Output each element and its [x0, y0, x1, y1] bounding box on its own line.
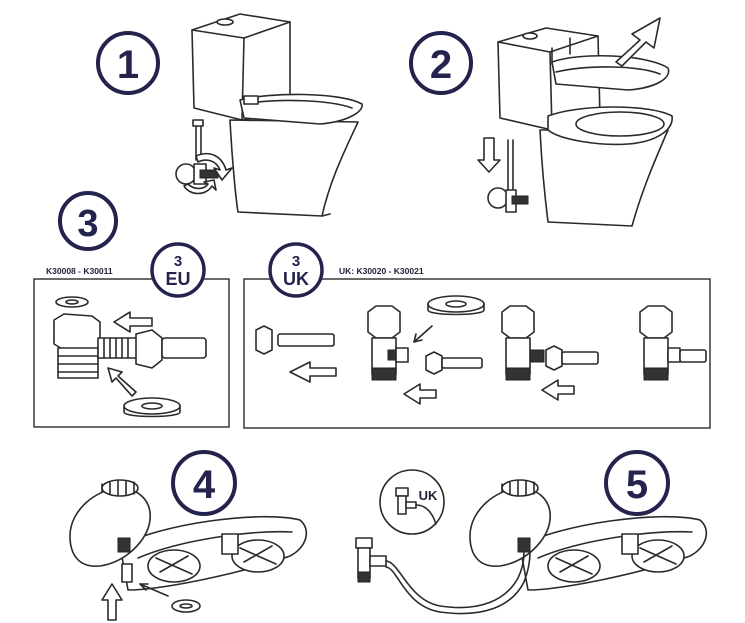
uk-badge-number: 3	[292, 253, 300, 270]
eu-badge	[150, 242, 206, 298]
uk-fitting-step-a	[255, 325, 337, 383]
uk-badge	[268, 242, 324, 298]
step-2-badge	[409, 31, 473, 95]
step-5-number: 5	[626, 463, 648, 507]
step-4-badge	[171, 450, 237, 516]
uk-inset-valve	[395, 487, 437, 525]
eu-panel: 3 EU	[33, 242, 230, 428]
eu-panel-frame	[33, 278, 230, 428]
eu-badge-code: EU	[165, 269, 190, 289]
step-2-number: 2	[430, 43, 452, 87]
step-3-badge	[58, 191, 118, 251]
uk-inset-label: UK	[419, 488, 438, 503]
step-1-panel: 1	[96, 13, 363, 217]
step-4-number: 4	[193, 463, 216, 507]
uk-fitting-step-b	[367, 295, 485, 405]
bidet-5-illustration	[355, 479, 708, 615]
eu-badge-number: 3	[174, 253, 182, 270]
step-1-badge	[96, 31, 160, 95]
uk-panel: 3 UK	[243, 242, 711, 429]
step-3-number: 3	[77, 203, 98, 245]
uk-panel-frame	[243, 278, 711, 429]
uk-badge-code: UK	[283, 269, 309, 289]
uk-model-range: UK: K30020 - K30021	[339, 266, 424, 276]
step-5-panel: 5 UK	[355, 450, 708, 615]
eu-model-range: K30008 - K30011	[46, 266, 113, 276]
step-5-badge	[604, 450, 670, 516]
toilet-1-illustration	[175, 13, 363, 217]
step-1-number: 1	[117, 43, 139, 87]
uk-fitting-step-d	[639, 305, 707, 381]
bidet-4-illustration	[69, 479, 308, 621]
uk-fitting-step-c	[501, 305, 599, 401]
eu-valve-illustration	[53, 296, 207, 418]
step-2-panel: 2	[409, 17, 673, 227]
step-4-panel: 4	[69, 450, 308, 621]
toilet-2-illustration	[477, 17, 673, 227]
